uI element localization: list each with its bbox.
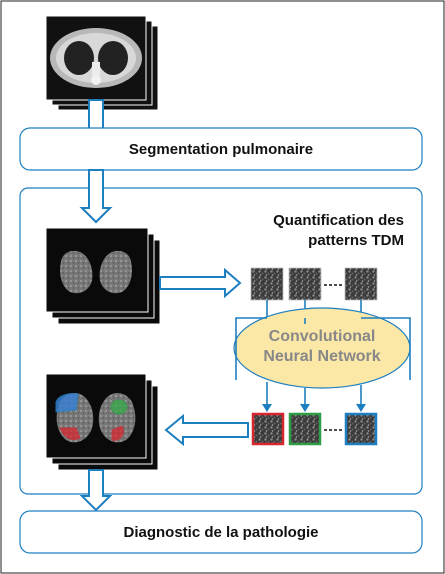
- ct-thorax-stack-icon: [45, 15, 159, 111]
- cnn-label-line1: Convolutional: [268, 328, 376, 345]
- texture-patch-row-bottom: [251, 412, 378, 446]
- analysis-box: [19, 187, 423, 495]
- arrow-down-to-diagnostic-icon: [79, 469, 113, 512]
- diagnostic-label: Diagnostic de la pathologie: [123, 524, 319, 541]
- cnn-connector-lines: [235, 317, 411, 380]
- segmentation-label: Segmentation pulmonaire: [128, 141, 314, 158]
- diagnostic-box: [19, 510, 423, 554]
- cnn-label-line2: Neural Network: [263, 348, 381, 365]
- annotated-lungs-stack-icon: [45, 373, 159, 471]
- arrow-right-to-patches-icon: [159, 267, 242, 299]
- quantification-title-line1: Quantification des: [273, 212, 404, 229]
- texture-patch-row-top: [250, 267, 378, 301]
- segmentation-box: [19, 127, 423, 171]
- arrow-left-to-annotation-icon: [164, 413, 249, 447]
- quantification-title-line2: patterns TDM: [308, 232, 404, 249]
- segmented-lungs-stack-icon: [45, 227, 161, 325]
- cnn-to-patch-arrows-icon: [262, 382, 366, 412]
